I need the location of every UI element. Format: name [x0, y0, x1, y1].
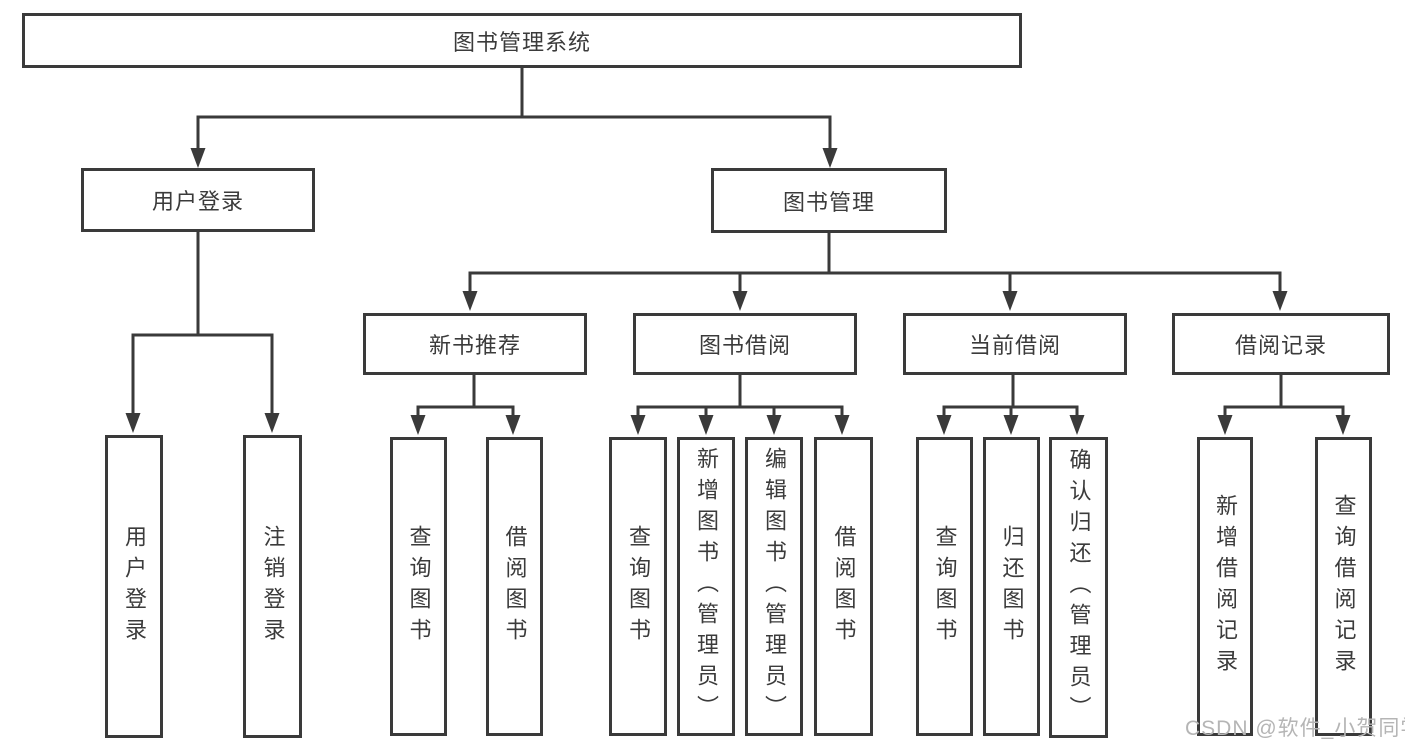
leaf-user-login-label: 用户登录	[122, 524, 147, 649]
leaf-borrow-books-1-label: 借阅图书	[502, 524, 528, 649]
leaf-query-books-1-label: 查询图书	[406, 524, 432, 649]
node-root: 图书管理系统	[22, 13, 1022, 68]
leaf-query-borrow-record: 查询借阅记录	[1315, 437, 1372, 736]
leaf-add-books-admin-label: 新增图书（管理员）	[694, 447, 719, 726]
node-new-book-recommend-label: 新书推荐	[428, 333, 521, 358]
node-current-borrow-label: 当前借阅	[968, 333, 1061, 358]
node-book-borrow-label: 图书借阅	[698, 333, 791, 358]
leaf-query-books-3-label: 查询图书	[932, 524, 958, 649]
leaf-borrow-books-2: 借阅图书	[814, 437, 873, 736]
leaf-logout-label: 注销登录	[260, 524, 286, 649]
leaf-query-books-2: 查询图书	[609, 437, 667, 736]
leaf-logout: 注销登录	[243, 435, 302, 738]
leaf-query-books-3: 查询图书	[916, 437, 973, 736]
leaf-add-borrow-record-label: 新增借阅记录	[1213, 493, 1238, 680]
node-book-borrow: 图书借阅	[633, 313, 857, 375]
node-user-login: 用户登录	[81, 168, 315, 232]
leaf-confirm-return-admin-label: 确认归还（管理员）	[1066, 448, 1092, 727]
node-root-label: 图书管理系统	[452, 29, 591, 55]
leaf-user-login: 用户登录	[105, 435, 163, 738]
leaf-return-books: 归还图书	[983, 437, 1040, 736]
leaf-add-borrow-record: 新增借阅记录	[1197, 437, 1253, 736]
leaf-query-books-2-label: 查询图书	[626, 524, 651, 649]
node-borrow-records: 借阅记录	[1172, 313, 1390, 375]
leaf-edit-books-admin: 编辑图书（管理员）	[745, 437, 803, 736]
csdn-watermark: CSDN @软件_小贺同学	[1185, 717, 1405, 740]
leaf-query-books-1: 查询图书	[390, 437, 447, 736]
node-current-borrow: 当前借阅	[903, 313, 1127, 375]
node-book-management: 图书管理	[711, 168, 947, 233]
leaf-borrow-books-1: 借阅图书	[486, 437, 543, 736]
node-book-management-label: 图书管理	[782, 189, 875, 215]
leaf-add-books-admin: 新增图书（管理员）	[677, 437, 735, 736]
node-new-book-recommend: 新书推荐	[363, 313, 587, 375]
leaf-confirm-return-admin: 确认归还（管理员）	[1049, 437, 1108, 738]
leaf-borrow-books-2-label: 借阅图书	[831, 524, 857, 649]
leaf-edit-books-admin-label: 编辑图书（管理员）	[762, 447, 787, 726]
node-borrow-records-label: 借阅记录	[1234, 333, 1327, 358]
leaf-return-books-label: 归还图书	[999, 524, 1025, 649]
node-user-login-label: 用户登录	[151, 189, 244, 214]
leaf-query-borrow-record-label: 查询借阅记录	[1331, 493, 1357, 680]
